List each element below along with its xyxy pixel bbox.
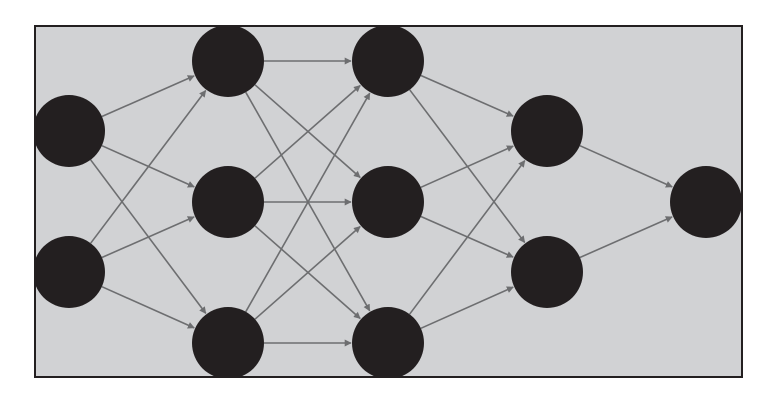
connection-arrow-l1n2-l2n1 (254, 225, 361, 320)
connection-arrow-l1n2-l2n0 (245, 92, 371, 313)
neuron-layer4-node0 (670, 166, 742, 238)
connection-arrow-l0n0-l1n0 (101, 75, 195, 118)
neuron-layer2-node1 (352, 166, 424, 238)
connection-arrow-l0n1-l1n0 (90, 89, 207, 244)
connection-arrow-l2n0-l3n0 (420, 74, 514, 117)
connection-arrow-l3n0-l4n0 (579, 144, 673, 188)
neuron-layer2-node2 (352, 307, 424, 377)
connection-arrow-l0n1-l1n1 (101, 216, 195, 259)
neuron-layer0-node0 (35, 95, 105, 167)
neuron-layer3-node0 (511, 95, 583, 167)
connection-arrow-l2n1-l3n0 (420, 145, 514, 189)
connection-arrow-l1n1-l2n0 (254, 84, 361, 179)
connections-group (89, 57, 673, 347)
neuron-layer0-node1 (35, 236, 105, 308)
connection-arrow-l2n2-l3n1 (420, 286, 514, 330)
neuron-layer3-node1 (511, 236, 583, 308)
neuron-layer1-node2 (192, 307, 264, 377)
connection-arrow-l3n1-l4n0 (579, 216, 673, 259)
connection-arrow-l2n2-l3n0 (408, 160, 526, 315)
neuron-layer1-node1 (192, 166, 264, 238)
neuron-layer2-node0 (352, 26, 424, 97)
neuron-layer1-node0 (192, 26, 264, 97)
connection-arrow-l0n1-l1n2 (101, 285, 195, 329)
neurons-group (35, 26, 742, 377)
